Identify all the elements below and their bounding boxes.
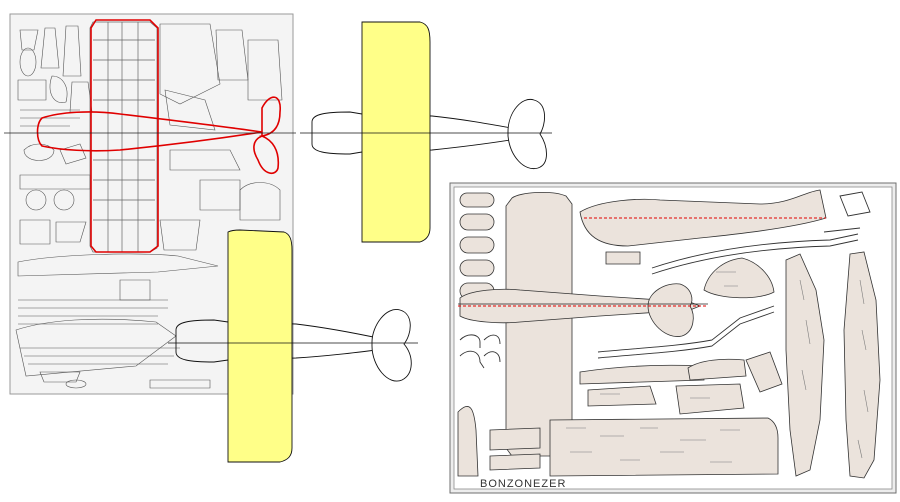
part-long-spar — [651, 233, 859, 269]
part-rudder — [703, 257, 775, 299]
part-main-wing — [505, 192, 573, 457]
part-fin-tip — [823, 227, 861, 233]
part-former-4 — [459, 259, 495, 277]
part-former-3 — [459, 236, 495, 254]
part-landing-gear — [597, 305, 775, 353]
lower-wing-yellow — [227, 229, 293, 463]
top-view-model-lower — [168, 229, 418, 463]
red-outline-overlay — [36, 19, 281, 253]
part-strip-4 — [687, 358, 747, 381]
part-bottom-tab — [489, 427, 541, 451]
part-bracket-4 — [483, 351, 501, 363]
upper-stabilizer-outline — [507, 98, 547, 170]
part-tail-skid — [745, 351, 783, 393]
part-bracket-1 — [459, 334, 481, 348]
part-bottom-tab-2 — [489, 453, 541, 471]
lower-stabilizer-outline — [371, 309, 412, 382]
part-wheel-pant — [605, 251, 641, 265]
part-bottom-panel — [549, 417, 779, 477]
part-wing-panel-right — [843, 251, 881, 479]
part-strip-1 — [587, 385, 657, 407]
red-tail-outline — [253, 96, 281, 175]
red-wing-outline — [90, 19, 159, 253]
part-nose-cone — [839, 191, 871, 217]
upper-wing-yellow — [361, 21, 431, 243]
part-landing-gear-2 — [597, 311, 775, 359]
part-long-spar-2 — [651, 239, 859, 275]
part-bottom-small — [457, 406, 479, 477]
part-former-1 — [459, 192, 495, 208]
part-strip-3 — [675, 383, 745, 415]
original-plan-sheet — [4, 13, 296, 395]
parts-sheet — [449, 182, 897, 494]
part-bracket-3 — [459, 350, 485, 369]
top-view-model-upper — [300, 21, 552, 243]
parts-sheet-brand-label: BONZONEZER — [480, 478, 567, 490]
part-former-2 — [459, 213, 495, 231]
part-wing-panel-left — [785, 253, 825, 477]
part-bracket-2 — [483, 334, 501, 345]
plan-top-wing — [89, 21, 158, 253]
red-fuselage-outline — [36, 111, 263, 152]
